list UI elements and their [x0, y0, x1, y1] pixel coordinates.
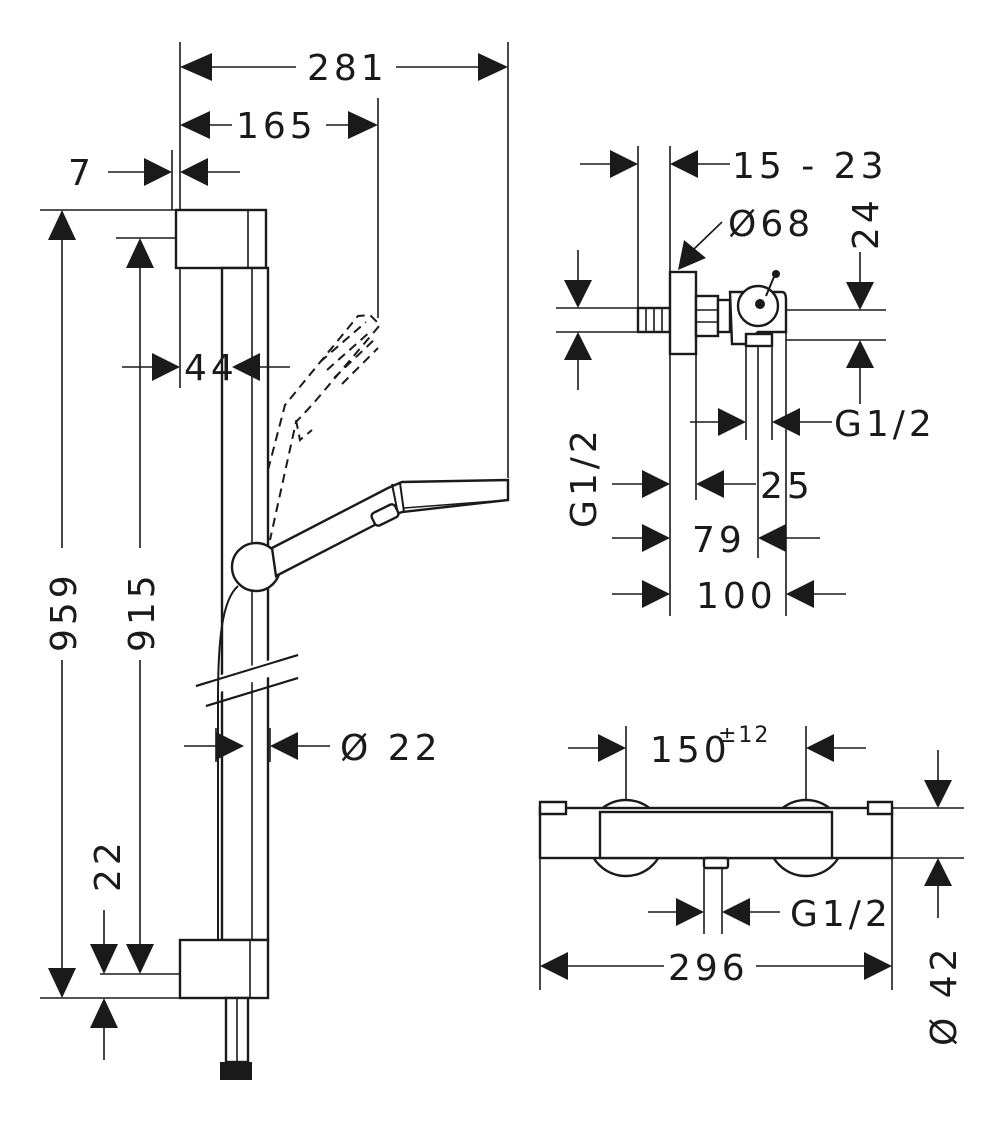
top-wall-bracket	[174, 208, 268, 270]
dim-centers: 150	[650, 730, 731, 771]
outlet	[702, 856, 730, 870]
dim-handshower-reach: 165	[236, 106, 317, 147]
thermostat-side-view: 15 - 23 Ø68 24 G1/2 G1/2	[556, 146, 936, 617]
dim-bar-height: 915	[122, 571, 163, 652]
thermostat-front-view: 150 ±12 G1/2 296 Ø 42	[538, 723, 965, 1046]
dim-total-width: 281	[307, 48, 388, 89]
dim-offset-vertical: 24	[846, 196, 887, 250]
dim-connection-range: 15 - 23	[732, 146, 888, 187]
dim-bar-diameter: Ø 22	[340, 728, 442, 769]
dim-outlet-thread: G1/2	[834, 404, 936, 445]
dim-front-diameter: Ø 42	[924, 944, 965, 1046]
hose-nut	[220, 1062, 252, 1080]
bottom-wall-bracket	[178, 938, 270, 1000]
dim-100: 100	[696, 576, 777, 617]
dim-front-total-width: 296	[668, 948, 749, 989]
escutcheon	[668, 270, 698, 356]
dim-inlet-thread: G1/2	[564, 426, 605, 528]
handshower	[270, 478, 510, 578]
handshower-alt-position	[267, 313, 382, 541]
dim-25: 25	[760, 466, 814, 507]
dim-bottom: 22	[88, 838, 129, 892]
dim-bar-offset: 44	[184, 348, 238, 389]
hex-connector	[694, 294, 720, 338]
dim-front-outlet-thread: G1/2	[790, 894, 892, 935]
dim-escutcheon: Ø68	[728, 204, 814, 245]
shower-rail-drawing: 281 165 7 44 959	[40, 42, 510, 1080]
dim-total-height: 959	[44, 571, 85, 652]
dim-79: 79	[692, 520, 746, 561]
dim-centers-tolerance: ±12	[718, 723, 770, 748]
dim-wall-offset: 7	[68, 153, 95, 194]
